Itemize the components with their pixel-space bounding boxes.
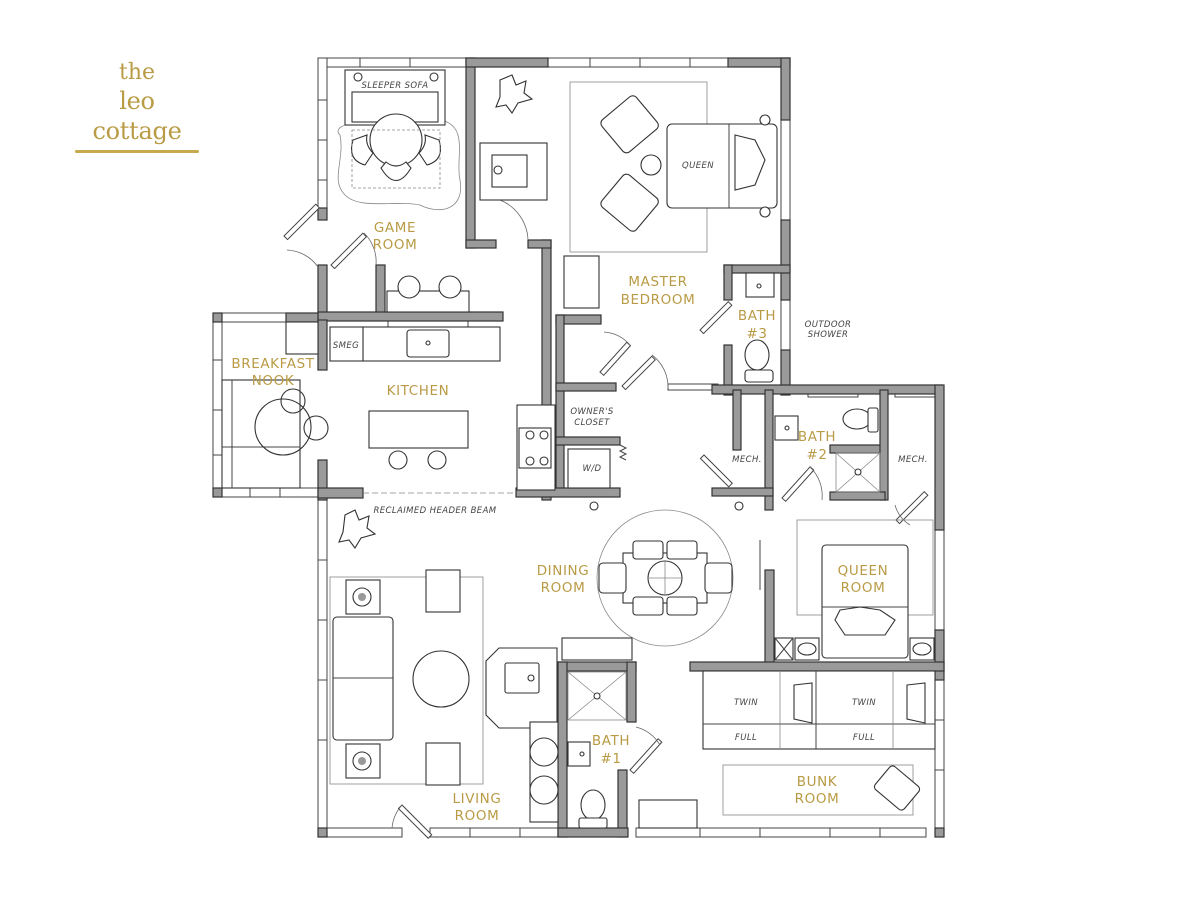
note-smeg: SMEG xyxy=(333,341,359,351)
label-breakfast-1: BREAKFAST xyxy=(231,356,314,372)
label-master-1: MASTER xyxy=(628,274,687,290)
brand-logo: the leo cottage xyxy=(72,60,202,153)
note-full-2: FULL xyxy=(853,733,875,743)
note-twin-2: TWIN xyxy=(852,698,876,708)
label-dining-2: ROOM xyxy=(541,580,586,596)
label-bunk-2: ROOM xyxy=(795,791,840,807)
walls xyxy=(212,57,945,838)
label-bunk-1: BUNK xyxy=(797,774,838,790)
bunk-room-furniture xyxy=(638,670,936,829)
bath3-fixtures xyxy=(744,272,775,383)
label-queen-2: ROOM xyxy=(841,580,886,596)
dining-furniture xyxy=(561,509,761,661)
coffee-table xyxy=(412,650,470,708)
note-header-beam: RECLAIMED HEADER BEAM xyxy=(373,506,496,516)
living-room-furniture xyxy=(329,509,559,823)
label-queen-1: QUEEN xyxy=(838,563,889,579)
breakfast-nook-furniture xyxy=(221,321,329,489)
bath1-fixtures xyxy=(567,671,627,829)
brand-line-2: leo cottage xyxy=(92,87,182,145)
game-room-furniture xyxy=(337,69,462,211)
dining-rug xyxy=(596,509,734,647)
label-game-room-1: GAME xyxy=(374,220,416,236)
note-wd: W/D xyxy=(582,464,601,474)
note-queen-bed: QUEEN xyxy=(682,161,714,171)
armchair-top xyxy=(425,569,461,613)
label-dining-1: DINING xyxy=(537,563,590,579)
game-table xyxy=(369,113,423,167)
note-outdoor-shower-2: SHOWER xyxy=(808,330,849,340)
smeg-fridge xyxy=(329,326,364,362)
label-game-room-2: ROOM xyxy=(373,237,418,253)
brand-underline xyxy=(75,150,199,153)
washer-dryer xyxy=(567,448,611,489)
kitchen-island xyxy=(368,410,469,449)
annotations: SLEEPER SOFA QUEEN OUTDOOR SHOWER SMEG O… xyxy=(333,81,928,743)
master-furniture xyxy=(479,74,778,309)
closet-laundry xyxy=(567,444,744,511)
label-living-1: LIVING xyxy=(453,791,502,807)
kitchen-fixtures xyxy=(329,275,556,494)
note-owners-closet-1: OWNER'S xyxy=(570,407,613,417)
queen-room-furniture xyxy=(774,519,935,661)
note-owners-closet-2: CLOSET xyxy=(574,418,610,428)
label-bath3-1: BATH xyxy=(738,308,776,324)
note-sleeper-sofa: SLEEPER SOFA xyxy=(361,81,428,91)
brand-line-1: the xyxy=(118,60,156,85)
bath2-fixtures xyxy=(774,407,881,493)
label-bath2-1: BATH xyxy=(798,429,836,445)
label-bath2-2: #2 xyxy=(806,447,827,463)
label-breakfast-2: NOOK xyxy=(252,373,295,389)
label-bath3-2: #3 xyxy=(746,326,767,342)
note-mech-left: MECH. xyxy=(732,455,762,465)
doors xyxy=(283,199,929,839)
armchair-bottom xyxy=(425,742,461,786)
note-outdoor-shower-1: OUTDOOR xyxy=(805,320,852,330)
label-kitchen: KITCHEN xyxy=(387,383,450,399)
label-living-2: ROOM xyxy=(455,808,500,824)
label-bath1-1: BATH xyxy=(592,733,630,749)
queen-room-bed xyxy=(821,544,909,659)
label-master-2: BEDROOM xyxy=(621,292,696,308)
note-full-1: FULL xyxy=(735,733,757,743)
note-twin-1: TWIN xyxy=(734,698,758,708)
note-mech-right: MECH. xyxy=(898,455,928,465)
room-labels: GAME ROOM MASTER BEDROOM BATH #3 BREAKFA… xyxy=(231,220,889,824)
label-bath1-2: #1 xyxy=(600,751,621,767)
